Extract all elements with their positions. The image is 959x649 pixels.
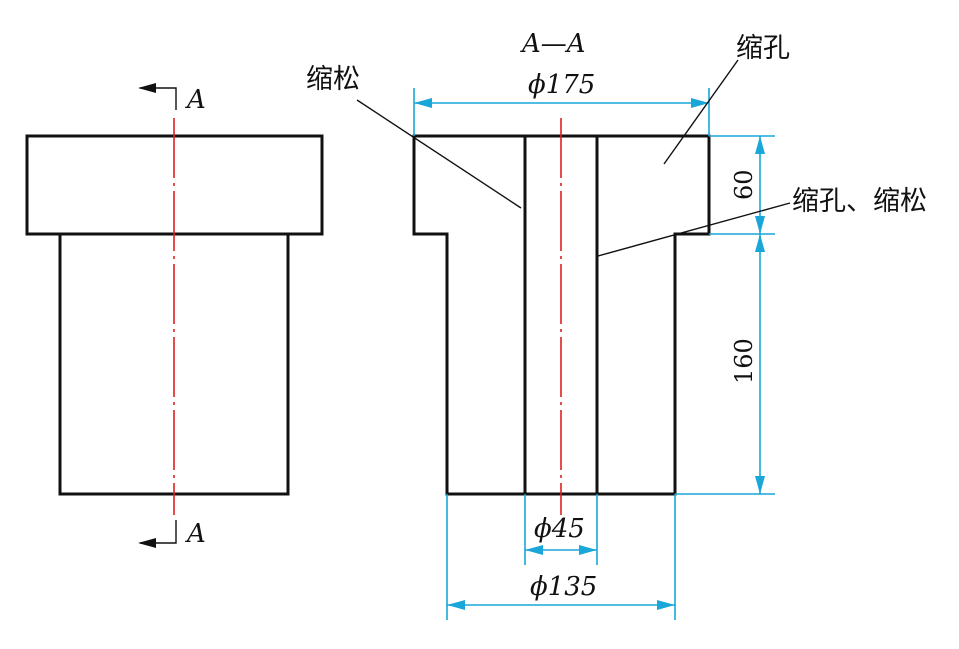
front-view: A A	[25, 83, 324, 549]
label-loose: 缩松	[306, 64, 360, 95]
dimension-135-label: ϕ135	[530, 572, 597, 602]
dimension-45	[524, 494, 598, 565]
leader-cavity-loose	[597, 202, 791, 257]
dimension-160-label: 160	[730, 338, 758, 384]
dimension-175-label: ϕ175	[528, 70, 595, 100]
section-title: A—A	[520, 29, 586, 59]
dimension-175	[413, 88, 710, 136]
leader-loose	[356, 99, 522, 209]
leader-cavity	[663, 59, 739, 165]
dimension-60-label: 60	[730, 169, 758, 200]
dimension-160	[675, 234, 775, 495]
cut-label-bottom: A	[185, 519, 206, 549]
dimension-45-label: ϕ45	[534, 514, 585, 544]
section-view: A—A	[412, 29, 711, 515]
dimension-135	[446, 494, 676, 620]
section-wall-right	[595, 134, 711, 496]
label-cavity: 缩孔	[736, 33, 790, 64]
label-cavity-loose: 缩孔、缩松	[792, 186, 927, 217]
cut-mark-bottom	[138, 520, 177, 548]
section-wall-left	[412, 134, 527, 496]
dimension-60	[709, 135, 775, 235]
cut-mark-top	[138, 83, 177, 110]
cut-label-top: A	[185, 85, 206, 115]
